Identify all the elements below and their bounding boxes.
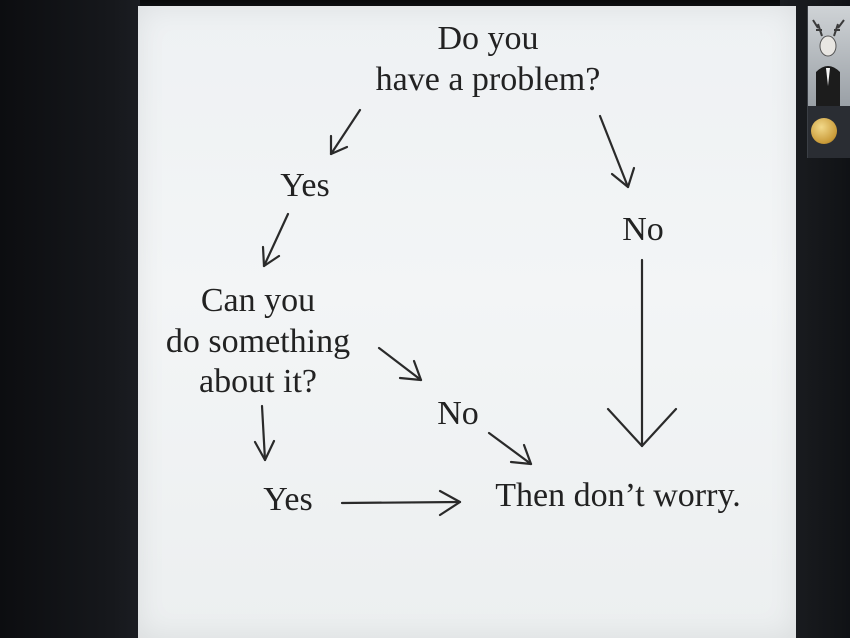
stag-figure-icon [812, 19, 845, 106]
user-avatar[interactable] [811, 118, 837, 144]
arrow-can-you-to-yes [253, 404, 276, 462]
answer-no-2: No [437, 395, 479, 432]
answer-yes-1: Yes [280, 167, 330, 204]
question-1-line-2: have a problem? [375, 61, 601, 98]
question-2-line-1: Can you [200, 282, 316, 319]
slide-screen: Do you have a problem? Yes No Can you do… [138, 6, 796, 638]
answer-yes-2: Yes [263, 481, 313, 518]
arrow-yes-to-can-you [261, 212, 290, 268]
question-2-line-3: about it? [198, 363, 318, 400]
arrow-yes-to-conclusion [340, 489, 462, 517]
conclusion-text: Then don’t worry. [495, 477, 741, 514]
monitor-bezel-left [0, 0, 140, 638]
answer-no-1: No [622, 211, 664, 248]
arrow-no-to-conclusion-long [606, 258, 678, 448]
thumbnail-photo [808, 6, 850, 106]
arrow-can-you-to-no [377, 346, 423, 382]
flowchart-arrows [253, 108, 678, 517]
question-1-line-1: Do you [437, 20, 539, 57]
question-2-line-2: do something [165, 323, 351, 360]
arrow-problem-to-no [598, 114, 636, 189]
arrow-problem-to-yes [329, 108, 362, 156]
arrow-no-to-conclusion [487, 431, 533, 466]
